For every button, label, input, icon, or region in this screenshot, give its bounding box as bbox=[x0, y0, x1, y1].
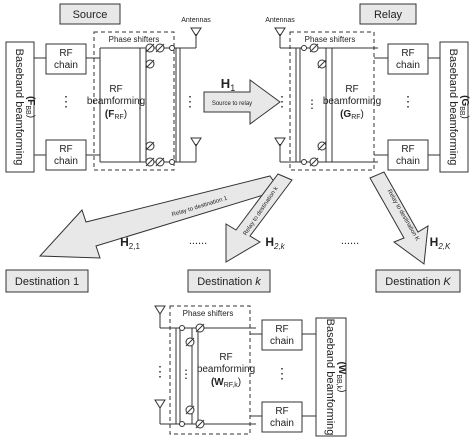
svg-text:chain: chain bbox=[270, 418, 294, 429]
link-relay-to-destK: Relay to destination K H2,K bbox=[369, 171, 451, 265]
relay-rf-beamforming-box bbox=[289, 31, 375, 171]
relay-title: Relay bbox=[374, 9, 403, 21]
destk-phase-shifter-icons bbox=[179, 323, 205, 429]
destination-k-label: Destination k bbox=[187, 269, 271, 293]
relay-node: Relay Antennas ⋮ Phase shifters ⋮ RF bea… bbox=[265, 3, 470, 173]
h1-caption: Source to relay bbox=[212, 101, 252, 107]
svg-text:chain: chain bbox=[54, 156, 78, 167]
source-antenna-icons bbox=[180, 27, 202, 163]
destk-rf-bf-symbol: (WRF,k) bbox=[211, 377, 241, 389]
destination-1-label: Destination 1 bbox=[5, 269, 89, 293]
svg-text:⋮: ⋮ bbox=[306, 97, 318, 111]
destk-baseband-box bbox=[315, 317, 347, 437]
svg-text:⋮: ⋮ bbox=[180, 367, 192, 381]
source-rf-bf-line1: RF bbox=[109, 84, 122, 95]
relay-phase-shifter-icons bbox=[301, 43, 327, 167]
source-rf-chain-dots: ⋮ bbox=[59, 93, 73, 109]
destination-K-label: Destination K bbox=[375, 269, 461, 293]
svg-text:Destination k: Destination k bbox=[197, 276, 261, 288]
source-title-box bbox=[59, 3, 121, 25]
destk-rf-chain-2 bbox=[261, 401, 303, 433]
source-baseband-symbol: (FBB) bbox=[24, 96, 36, 118]
source-rf-bf-symbol: (FRF) bbox=[105, 109, 127, 121]
svg-text:RF: RF bbox=[59, 48, 72, 59]
relay-antennas-label: Antennas bbox=[265, 17, 295, 24]
svg-text:RF: RF bbox=[59, 144, 72, 155]
svg-text:RF: RF bbox=[401, 144, 414, 155]
svg-text:RF: RF bbox=[275, 324, 288, 335]
h1-label: H1 bbox=[221, 76, 235, 93]
dots-right: ...... bbox=[341, 235, 359, 247]
svg-text:⋮: ⋮ bbox=[275, 365, 289, 381]
svg-text:RF: RF bbox=[401, 48, 414, 59]
svg-text:Destination K: Destination K bbox=[385, 276, 451, 288]
svg-text:chain: chain bbox=[270, 336, 294, 347]
relay-phase-shifters-label: Phase shifters bbox=[305, 35, 356, 44]
dots-left: ...... bbox=[189, 235, 207, 247]
svg-text:⋮: ⋮ bbox=[134, 97, 146, 111]
destk-rf-chain-1 bbox=[261, 319, 303, 351]
source-phase-shifters-label: Phase shifters bbox=[109, 35, 160, 44]
relay-title-box bbox=[359, 3, 417, 25]
destk-rf-bf-line1: RF bbox=[219, 352, 232, 363]
relay-antenna-icons bbox=[274, 27, 296, 163]
source-phase-shifter-icons bbox=[145, 43, 175, 167]
destk-baseband-label: Baseband beamforming bbox=[324, 319, 336, 436]
h21-label: H2,1 bbox=[120, 235, 140, 251]
svg-text:Destination 1: Destination 1 bbox=[15, 276, 79, 288]
svg-text:⋮: ⋮ bbox=[275, 93, 289, 109]
arrow-to-dest1 bbox=[38, 175, 281, 259]
svg-text:⋮: ⋮ bbox=[183, 93, 197, 109]
source-baseband-label: Baseband beamforming bbox=[13, 49, 25, 166]
relay-baseband-symbol: (GBB) bbox=[458, 95, 470, 119]
relay-rf-chain-1 bbox=[387, 43, 429, 75]
relay-rf-bf-line1: RF bbox=[345, 84, 358, 95]
destk-rf-beamforming-box bbox=[169, 305, 251, 435]
relay-rf-bf-line2: beamforming bbox=[323, 96, 381, 107]
svg-text:RF: RF bbox=[275, 406, 288, 417]
destk-antenna-icons bbox=[154, 305, 176, 425]
svg-text:⋮: ⋮ bbox=[153, 363, 167, 379]
source-title: Source bbox=[73, 9, 108, 21]
h2K-label: H2,K bbox=[430, 235, 451, 251]
destk-rf-bf-line2: beamforming bbox=[197, 364, 255, 375]
source-antennas-label: Antennas bbox=[181, 17, 211, 24]
source-rf-beamforming-box bbox=[93, 31, 175, 171]
svg-text:chain: chain bbox=[396, 60, 420, 71]
relay-rf-bf-symbol: (GRF) bbox=[340, 109, 364, 121]
source-rf-bf-line2: beamforming bbox=[87, 96, 145, 107]
source-baseband-box bbox=[5, 41, 35, 173]
arrow-to-destk bbox=[225, 173, 293, 263]
h2k-label: H2,k bbox=[265, 235, 285, 251]
relay-baseband-label: Baseband beamforming bbox=[447, 49, 459, 166]
destination-k-node: ⋮ Phase shifters ⋮ RF beamforming (WRF,k… bbox=[153, 305, 347, 437]
h1-arrow bbox=[203, 79, 281, 125]
source-node: Source Baseband beamforming (FBB) RF cha… bbox=[5, 3, 211, 173]
arrow-to-destK bbox=[369, 171, 429, 265]
svg-text:chain: chain bbox=[396, 156, 420, 167]
destk-phase-shifters-label: Phase shifters bbox=[183, 309, 234, 318]
relay-baseband-box bbox=[439, 41, 469, 173]
destk-baseband-symbol: (WBB,k) bbox=[335, 362, 347, 393]
source-rf-chain-1 bbox=[45, 43, 87, 75]
svg-text:chain: chain bbox=[54, 60, 78, 71]
svg-text:⋮: ⋮ bbox=[401, 93, 415, 109]
h1-link: H1 Source to relay bbox=[203, 76, 281, 125]
